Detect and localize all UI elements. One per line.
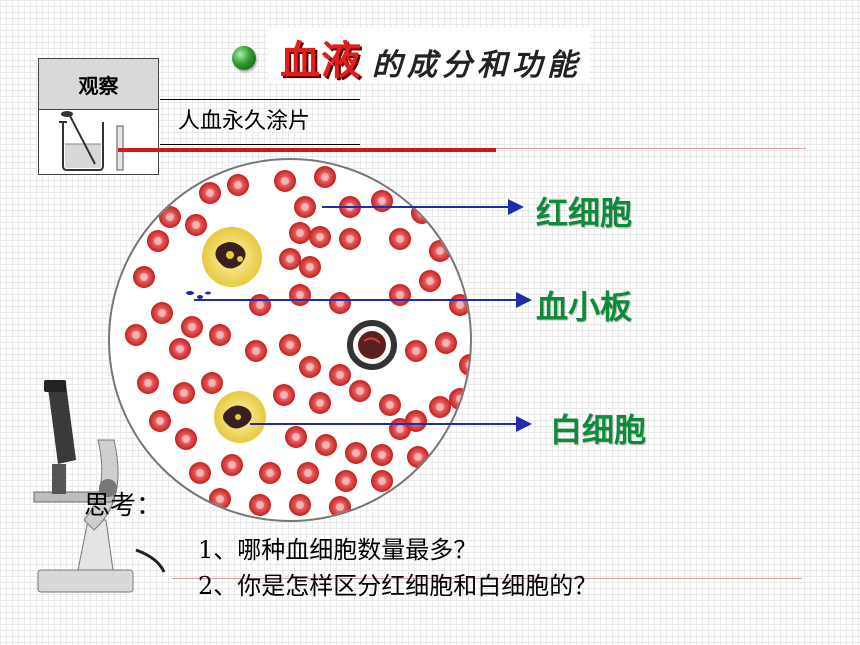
- red-blood-cell-center: [396, 291, 404, 299]
- slide-subject: 人血永久涂片: [178, 109, 311, 134]
- think-label: 思考：: [84, 491, 163, 521]
- label-red-cell: 红细胞: [536, 194, 633, 232]
- white-blood-cell: [214, 391, 266, 443]
- red-blood-cell-center: [306, 363, 314, 371]
- red-blood-cell-center: [140, 273, 148, 281]
- red-blood-cell-center: [158, 309, 166, 317]
- red-blood-cell-center: [321, 173, 329, 181]
- red-blood-cell-center: [342, 477, 350, 485]
- red-blood-cell-center: [336, 503, 344, 511]
- red-blood-cell-center: [281, 177, 289, 185]
- beaker-icon: [38, 109, 159, 175]
- red-blood-cell-center: [336, 371, 344, 379]
- red-blood-cell-center: [266, 469, 274, 477]
- microscope-icon: [33, 380, 166, 593]
- red-blood-cell: [459, 354, 470, 376]
- title-highlight: 血液: [280, 38, 362, 84]
- accent-line: [496, 148, 806, 149]
- red-blood-cell-center: [346, 235, 354, 243]
- observe-label: 观察: [38, 58, 159, 110]
- label-platelet: 血小板: [536, 288, 633, 326]
- red-blood-cell-center: [316, 233, 324, 241]
- red-blood-cell-center: [196, 469, 204, 477]
- red-blood-cell-center: [286, 341, 294, 349]
- red-blood-cell-center: [436, 247, 444, 255]
- red-blood-cell-center: [456, 301, 464, 309]
- red-blood-cell-center: [386, 401, 394, 409]
- red-blood-cell-center: [216, 495, 224, 503]
- accent-bar: [118, 148, 496, 152]
- red-blood-cell-center: [296, 229, 304, 237]
- red-blood-cell-center: [436, 403, 444, 411]
- red-blood-cell-center: [286, 255, 294, 263]
- platelet: [186, 291, 211, 299]
- red-blood-cell-center: [306, 263, 314, 271]
- red-blood-cell-center: [154, 237, 162, 245]
- title-box: [268, 28, 590, 82]
- red-blood-cell-center: [234, 181, 242, 189]
- divider-line: [160, 99, 360, 100]
- red-blood-cell-center: [356, 387, 364, 395]
- red-blood-cell-center: [378, 197, 386, 205]
- red-blood-cell-center: [188, 323, 196, 331]
- red-blood-cell-center: [304, 469, 312, 477]
- red-blood-cell-center: [396, 235, 404, 243]
- divider-line: [160, 144, 360, 145]
- red-blood-cell-center: [322, 441, 330, 449]
- red-blood-cell-center: [301, 203, 309, 211]
- accent-line: [172, 578, 802, 579]
- title-rest: 的成分和功能: [372, 48, 582, 83]
- red-blood-cell-center: [256, 501, 264, 509]
- question-1: 1、哪种血细胞数量最多？: [198, 536, 478, 564]
- red-blood-cell-center: [228, 461, 236, 469]
- red-blood-cell-center: [396, 425, 404, 433]
- red-blood-cell-center: [176, 345, 184, 353]
- label-white-cell: 白细胞: [550, 411, 647, 449]
- red-blood-cell-center: [166, 213, 174, 221]
- red-blood-cell-center: [296, 291, 304, 299]
- red-blood-cell-center: [414, 453, 422, 461]
- red-blood-cell-center: [292, 433, 300, 441]
- red-blood-cell-center: [206, 189, 214, 197]
- red-blood-cell-center: [280, 391, 288, 399]
- red-blood-cell-center: [252, 347, 260, 355]
- red-blood-cell-center: [208, 379, 216, 387]
- red-blood-cell-center: [296, 501, 304, 509]
- red-blood-cell-center: [144, 379, 152, 387]
- red-blood-cell-center: [156, 417, 164, 425]
- red-blood-cell-center: [180, 389, 188, 397]
- red-blood-cell-center: [412, 347, 420, 355]
- red-blood-cell-center: [442, 339, 450, 347]
- red-blood-cell-center: [256, 301, 264, 309]
- red-blood-cell-center: [316, 399, 324, 407]
- red-blood-cell-center: [378, 477, 386, 485]
- red-blood-cell-center: [378, 451, 386, 459]
- green-bullet-icon: [232, 46, 256, 70]
- red-blood-cell-center: [182, 435, 190, 443]
- red-blood-cells: [125, 166, 470, 518]
- red-blood-cell-center: [132, 331, 140, 339]
- red-blood-cell-center: [352, 449, 360, 457]
- white-blood-cell: [202, 227, 262, 287]
- red-blood-cell-center: [192, 221, 200, 229]
- red-blood-cell-center: [216, 331, 224, 339]
- blood-smear-view: [108, 158, 472, 522]
- red-blood-cell-center: [426, 277, 434, 285]
- white-blood-cell: [347, 320, 397, 370]
- question-2: 2、你是怎样区分红细胞和白细胞的？: [198, 572, 598, 600]
